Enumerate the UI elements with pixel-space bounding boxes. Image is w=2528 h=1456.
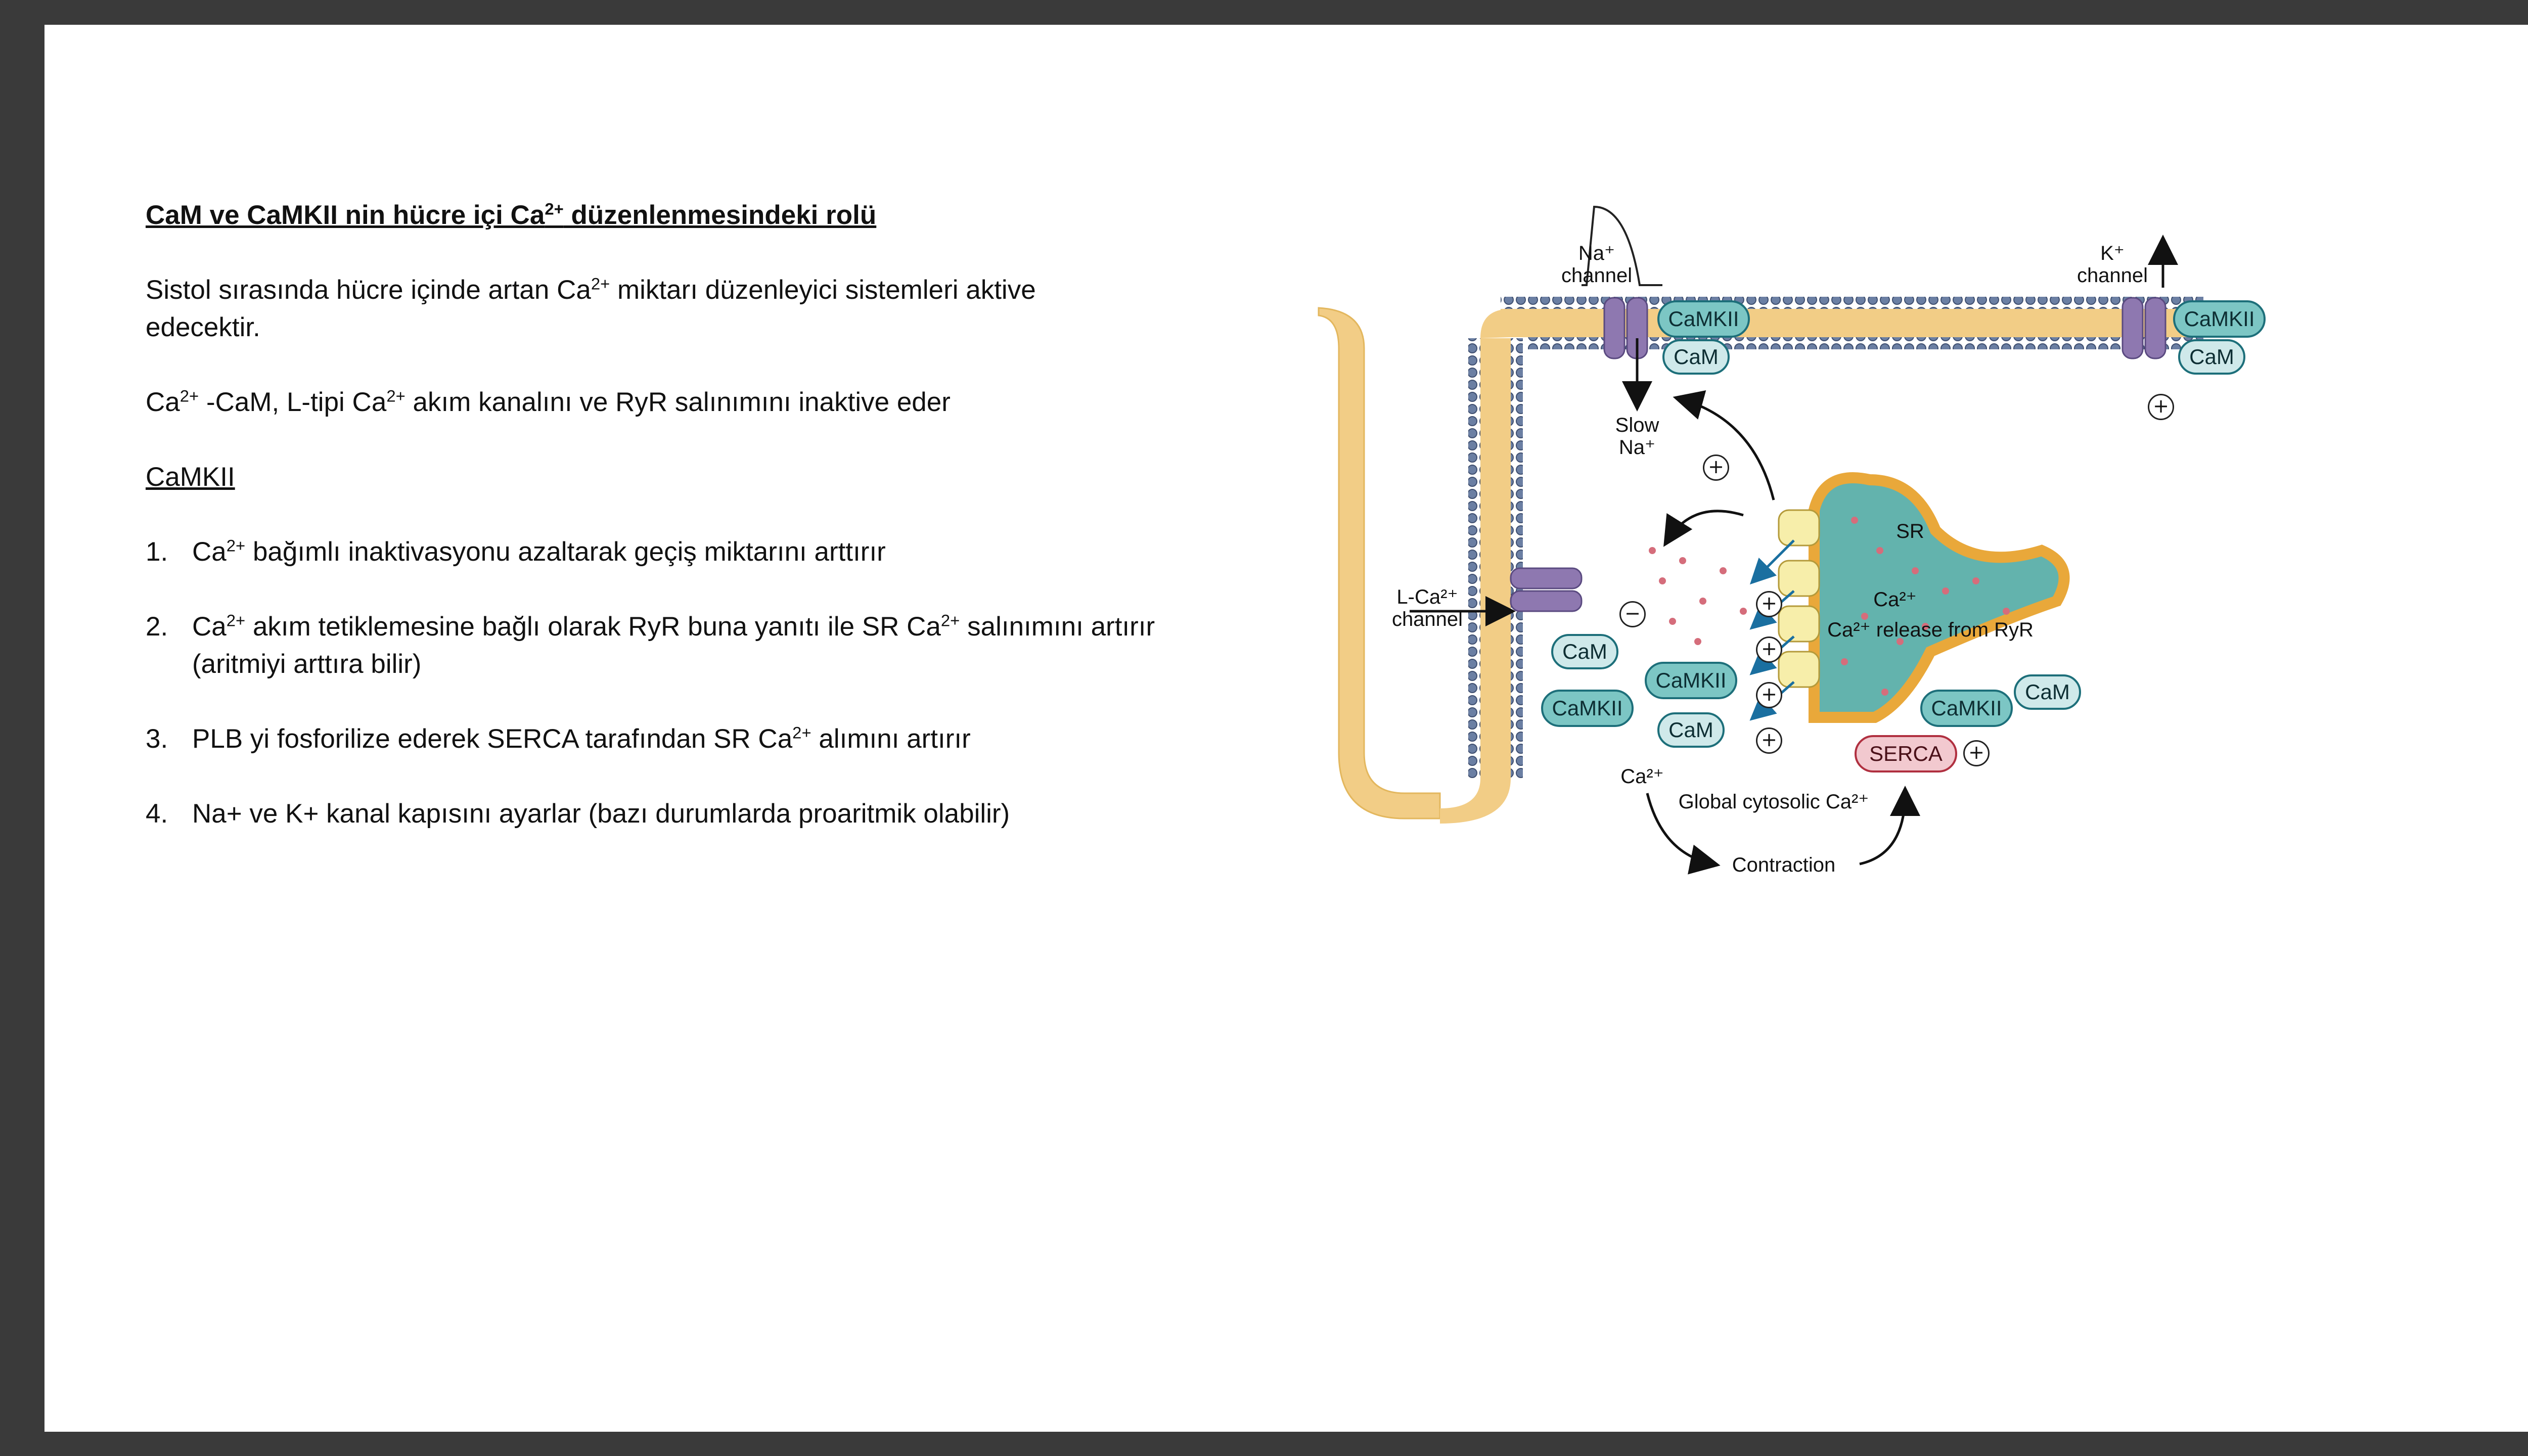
sr-label: SR	[1896, 520, 1924, 542]
camkii-list: 1.Ca2+ bağımlı inaktivasyonu azaltarak g…	[146, 533, 1157, 833]
calcium-dots	[1649, 517, 2010, 696]
list-item: 2.Ca2+ akım tetiklemesine bağlı olarak R…	[146, 611, 1155, 679]
slide: CaM ve CaMKII nin hücre içi Ca2+ düzenle…	[44, 25, 2528, 1432]
camkii-k-channel: CaMKII	[2173, 300, 2266, 338]
plus-sign: +	[1756, 636, 1782, 663]
plus-sign: +	[1756, 682, 1782, 708]
camkii-subheading: CaMKII	[146, 462, 235, 492]
na-channel-label: Na⁺ channel	[1561, 242, 1633, 287]
list-item: 1.Ca2+ bağımlı inaktivasyonu azaltarak g…	[146, 536, 886, 567]
serca-pump: SERCA	[1855, 735, 1957, 772]
ryr-release-label: Ca²⁺ release from RyR	[1827, 619, 2034, 641]
na-channel-shape	[1603, 297, 1626, 359]
slow-na-label: Slow Na⁺	[1615, 414, 1659, 459]
k-channel-shape	[2121, 297, 2144, 359]
sr-calcium-label: Ca²⁺	[1873, 588, 1917, 611]
diagram-graphics	[1318, 205, 2203, 875]
contraction-label: Contraction	[1732, 854, 1836, 876]
cytosolic-calcium-label: Ca²⁺	[1620, 765, 1664, 788]
paragraph-systole: Sistol sırasında hücre içinde artan Ca2+…	[146, 274, 1036, 342]
sr-body	[1809, 472, 2070, 723]
cam-k-channel: CaM	[2178, 339, 2245, 375]
camkii-ryr: CaMKII	[1645, 662, 1737, 699]
slide-text: CaM ve CaMKII nin hücre içi Ca2+ düzenle…	[146, 197, 1157, 870]
action-potential-trace	[1582, 205, 1662, 286]
cam-ryr: CaM	[1657, 712, 1725, 748]
cam-lca-channel: CaM	[1551, 634, 1618, 669]
camkii-serca: CaMKII	[1920, 690, 2013, 727]
calcium-regulation-diagram: Na⁺ channel K⁺ channel Slow Na⁺ L-Ca²⁺ c…	[1308, 197, 2299, 894]
plus-sign: +	[1756, 591, 1782, 617]
slide-title: CaM ve CaMKII nin hücre içi Ca2+ düzenle…	[146, 199, 877, 230]
plus-sign: +	[1703, 454, 1729, 481]
cam-serca: CaM	[2014, 674, 2081, 710]
lca-channel-label: L-Ca²⁺ channel	[1391, 586, 1463, 630]
plus-sign: +	[1756, 727, 1782, 754]
global-cytosolic-label: Global cytosolic Ca²⁺	[1678, 791, 1869, 813]
ryr-channels	[1778, 509, 1820, 688]
plus-sign: +	[2148, 394, 2174, 420]
plus-sign: +	[1963, 740, 1990, 766]
k-channel-label: K⁺ channel	[2076, 242, 2148, 287]
camkii-na-channel: CaMKII	[1657, 300, 1750, 338]
cam-na-channel: CaM	[1662, 339, 1730, 375]
membrane-ttubule	[1480, 338, 1511, 778]
lca-channel-shape	[1510, 567, 1583, 589]
minus-sign: −	[1619, 601, 1646, 627]
list-item: 4.Na+ ve K+ kanal kapısını ayarlar (bazı…	[146, 799, 1010, 829]
list-item: 3.PLB yi fosforilize ederek SERCA tarafı…	[146, 723, 971, 754]
camkii-lca-channel: CaMKII	[1541, 690, 1634, 727]
paragraph-ca-cam: Ca2+ -CaM, L-tipi Ca2+ akım kanalını ve …	[146, 386, 951, 417]
membrane-left	[1318, 307, 1441, 820]
